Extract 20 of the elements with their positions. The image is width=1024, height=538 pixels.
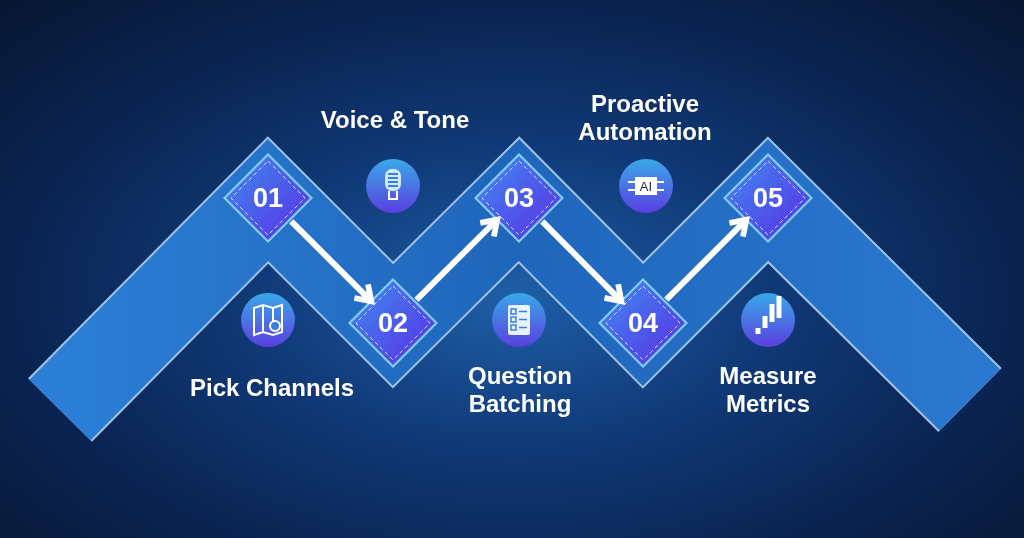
step-title: Voice & Tone bbox=[320, 106, 470, 134]
arrow bbox=[414, 216, 501, 302]
step-title: Pick Channels bbox=[189, 374, 355, 402]
step-diamond bbox=[222, 152, 314, 244]
step-number: 02 bbox=[376, 307, 409, 340]
arrow bbox=[540, 219, 625, 305]
step-number: 03 bbox=[502, 182, 535, 215]
arrow bbox=[289, 219, 375, 305]
step-diamond bbox=[347, 277, 439, 369]
step-number: 01 bbox=[251, 182, 284, 215]
arrow bbox=[664, 216, 750, 302]
step-diamond bbox=[473, 152, 565, 244]
step-number: 04 bbox=[626, 307, 659, 340]
step-title: Question Batching bbox=[467, 362, 573, 418]
step-diamond bbox=[722, 152, 814, 244]
ai-chip-icon: AI bbox=[619, 159, 673, 213]
step-number: 05 bbox=[751, 182, 784, 215]
step-title: Proactive Automation bbox=[577, 90, 713, 146]
step-diamond bbox=[597, 277, 689, 369]
step-title: Measure Metrics bbox=[718, 362, 818, 418]
